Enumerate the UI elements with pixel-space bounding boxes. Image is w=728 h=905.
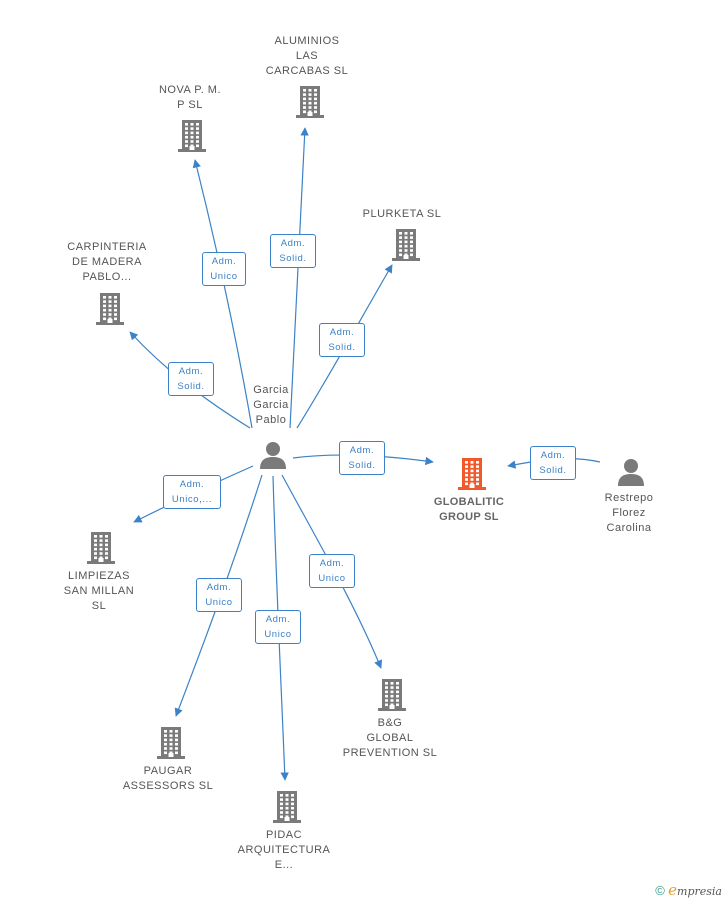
node-label-line: Pablo	[255, 414, 287, 426]
node-label-line: PIDAC	[265, 829, 303, 841]
edge-label-line: Adm.	[349, 445, 375, 456]
edge-label-line: Solid.	[328, 342, 356, 353]
node-label-line: LAS	[295, 50, 319, 62]
copyright-icon: ©	[655, 883, 665, 898]
node-label-aluminios[interactable]: ALUMINIOS LAS CARCABAS SL	[242, 34, 372, 79]
building-icon[interactable]	[457, 457, 487, 496]
edge-label-plurketa[interactable]: Adm. Solid.	[319, 323, 365, 357]
node-label-line: E...	[274, 859, 294, 871]
node-label-line: Garcia	[253, 384, 289, 396]
edge-label-bg[interactable]: Adm. Unico	[309, 554, 355, 588]
node-label-line: Carolina	[606, 522, 652, 534]
edge-label-line: Unico,...	[171, 494, 213, 505]
edge-garcia-to-aluminios	[289, 127, 309, 429]
person-icon[interactable]	[616, 457, 646, 492]
edge-label-line: Solid.	[539, 465, 567, 476]
node-label-line: Florez	[612, 507, 646, 519]
edge-label-line: Adm.	[329, 327, 355, 338]
node-label-line: GLOBAL	[366, 732, 414, 744]
edge-label-line: Solid.	[348, 460, 376, 471]
footer: © empresia	[655, 881, 722, 899]
edge-label-pidac[interactable]: Adm. Unico	[255, 610, 301, 644]
node-label-carpinteria[interactable]: CARPINTERIA DE MADERA PABLO...	[42, 240, 172, 285]
node-label-line: DE MADERA	[72, 256, 142, 268]
node-label-pidac[interactable]: PIDAC ARQUITECTURA E...	[219, 828, 349, 873]
building-icon[interactable]	[177, 119, 207, 158]
building-icon[interactable]	[86, 531, 116, 570]
node-label-line: GROUP SL	[439, 511, 499, 523]
person-icon[interactable]	[258, 440, 288, 475]
node-label-line: SAN MILLAN	[63, 585, 135, 597]
edge-label-line: Adm.	[206, 582, 232, 593]
node-label-line: PLURKETA SL	[362, 208, 442, 220]
edge-label-carpinteria[interactable]: Adm. Solid.	[168, 362, 214, 396]
edge-label-line: Adm.	[540, 450, 566, 461]
edge-label-line: Solid.	[279, 253, 307, 264]
node-label-line: P SL	[177, 99, 203, 111]
edge-label-line: Adm.	[319, 558, 345, 569]
edge-label-line: Unico	[205, 597, 233, 608]
node-label-line: CARPINTERIA	[67, 241, 147, 253]
node-label-line: NOVA P. M.	[158, 84, 222, 96]
node-label-line: PABLO...	[82, 271, 132, 283]
edge-label-globalitic[interactable]: Adm. Solid.	[530, 446, 576, 480]
edge-label-line: Adm.	[179, 479, 205, 490]
edge-label-line: Adm.	[265, 614, 291, 625]
edge-label-line: Unico	[210, 271, 238, 282]
node-label-limpiezas[interactable]: LIMPIEZAS SAN MILLAN SL	[34, 569, 164, 614]
building-icon[interactable]	[95, 292, 125, 331]
edge-garcia-to-nova	[192, 159, 253, 429]
edge-label-limpiezas[interactable]: Adm. Unico,...	[163, 475, 221, 509]
node-label-line: Garcia	[253, 399, 289, 411]
node-label-line: CARCABAS SL	[265, 65, 349, 77]
edge-label-line: Adm.	[280, 238, 306, 249]
brand-logo[interactable]: empresia	[668, 881, 722, 899]
node-label-line: ASSESSORS SL	[122, 780, 214, 792]
node-label-line: ARQUITECTURA	[237, 844, 331, 856]
node-label-plurketa[interactable]: PLURKETA SL	[337, 207, 467, 222]
node-label-line: PAUGAR	[143, 765, 193, 777]
node-label-bg[interactable]: B&G GLOBAL PREVENTION SL	[325, 716, 455, 761]
edge-label-globalitic[interactable]: Adm. Solid.	[339, 441, 385, 475]
edge-label-line: Solid.	[177, 381, 205, 392]
building-icon[interactable]	[156, 726, 186, 765]
edge-label-line: Adm.	[178, 366, 204, 377]
edge-label-paugar[interactable]: Adm. Unico	[196, 578, 242, 612]
node-label-line: ALUMINIOS	[274, 35, 340, 47]
edge-label-line: Unico	[264, 629, 292, 640]
node-label-globalitic[interactable]: GLOBALITIC GROUP SL	[404, 495, 534, 525]
building-icon[interactable]	[377, 678, 407, 717]
node-label-line: Restrepo	[604, 492, 654, 504]
building-icon[interactable]	[391, 228, 421, 267]
node-label-line: SL	[91, 600, 107, 612]
edge-label-nova[interactable]: Adm. Unico	[202, 252, 246, 286]
building-icon[interactable]	[295, 85, 325, 124]
edge-label-line: Adm.	[211, 256, 237, 267]
edge-label-line: Unico	[318, 573, 346, 584]
node-label-line: GLOBALITIC	[433, 496, 505, 508]
node-label-nova[interactable]: NOVA P. M. P SL	[125, 83, 255, 113]
node-label-line: B&G	[377, 717, 403, 729]
edge-label-aluminios[interactable]: Adm. Solid.	[270, 234, 316, 268]
building-icon[interactable]	[272, 790, 302, 829]
node-label-line: PREVENTION SL	[342, 747, 438, 759]
node-label-line: LIMPIEZAS	[68, 570, 130, 582]
node-label-paugar[interactable]: PAUGAR ASSESSORS SL	[103, 764, 233, 794]
